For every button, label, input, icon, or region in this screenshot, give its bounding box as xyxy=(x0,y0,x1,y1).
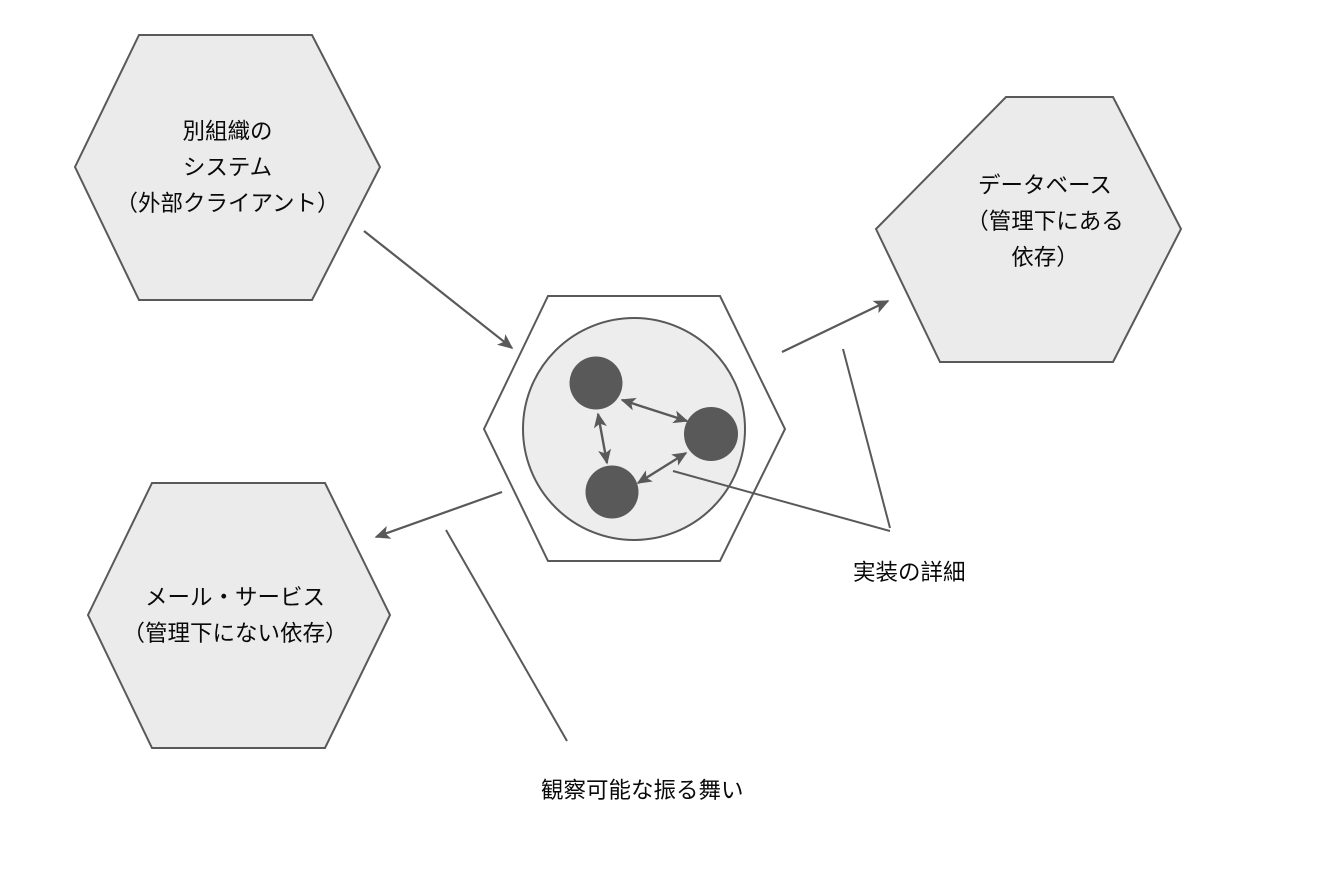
annotation-observable-behavior: 観察可能な振る舞い xyxy=(541,778,744,803)
inner-node-1[interactable] xyxy=(569,356,623,410)
inner-node-3[interactable] xyxy=(585,465,639,519)
leader-implementation-details-b xyxy=(842,348,891,529)
edge-system-to-database xyxy=(781,300,890,353)
hexagon-mail-service[interactable] xyxy=(86,482,392,749)
edge-external-client-to-system xyxy=(363,230,514,349)
inner-edge-node1-node3 xyxy=(593,412,612,465)
edge-system-to-mail-service xyxy=(374,490,503,539)
inner-edge-node2-node3 xyxy=(636,451,688,485)
leader-implementation-details-a xyxy=(672,470,891,532)
hexagon-external-client[interactable] xyxy=(73,34,382,301)
hexagon-database[interactable] xyxy=(874,96,1183,363)
inner-edge-node1-node2 xyxy=(620,397,689,424)
leader-observable-behavior xyxy=(445,529,568,742)
annotation-implementation-details: 実装の詳細 xyxy=(853,560,966,585)
inner-node-2[interactable] xyxy=(684,407,738,461)
